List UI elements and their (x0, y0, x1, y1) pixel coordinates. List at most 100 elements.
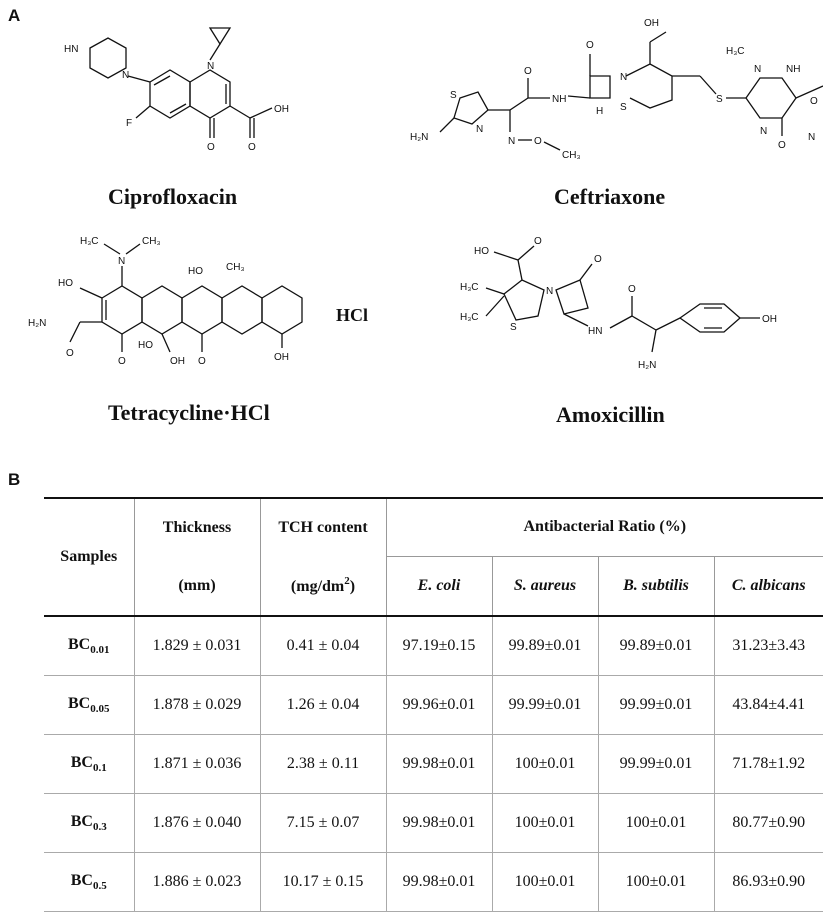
svg-text:O: O (248, 142, 256, 153)
header-tch: TCH content (259, 498, 386, 556)
amoxicillin-structure: HO O H₃C H₃C N S O HN O H₂N OH (460, 230, 790, 385)
hcl-label: HCl (336, 305, 369, 325)
calbicans-cell: 86.93±0.90 (713, 852, 823, 912)
svg-text:H₃C: H₃C (460, 312, 479, 323)
ciprofloxacin-structure: HN N N F O O OH (50, 20, 330, 175)
svg-text:O: O (534, 236, 542, 247)
svg-text:HN: HN (588, 326, 602, 337)
ceftriaxone-name: Ceftriaxone (554, 184, 666, 209)
table-row: BC0.01 1.829 ± 0.031 0.41 ± 0.04 97.19±0… (44, 616, 823, 676)
svg-text:CH₃: CH₃ (226, 262, 245, 273)
saureus-cell: 100±0.01 (491, 734, 598, 794)
svg-text:CH₃: CH₃ (142, 236, 161, 247)
thickness-cell: 1.886 ± 0.023 (133, 852, 260, 912)
panel-label-a: A (8, 6, 21, 25)
saureus-cell: 100±0.01 (491, 793, 598, 853)
ecoli-cell: 99.98±0.01 (385, 793, 492, 853)
calbicans-cell: 71.78±1.92 (713, 734, 823, 794)
bsubtilis-cell: 100±0.01 (597, 852, 714, 912)
svg-text:HO: HO (58, 278, 73, 289)
header-thickness-unit: (mm) (133, 556, 260, 616)
thickness-cell: 1.878 ± 0.029 (133, 675, 260, 735)
sample-cell: BC0.1 (44, 734, 134, 794)
svg-text:O: O (628, 284, 636, 295)
svg-text:HN: HN (64, 44, 78, 55)
thickness-cell: 1.876 ± 0.040 (133, 793, 260, 853)
svg-text:N: N (207, 61, 214, 72)
header-antibacterial: Antibacterial Ratio (%) (385, 498, 823, 557)
svg-text:O: O (586, 40, 594, 51)
thickness-cell: 1.871 ± 0.036 (133, 734, 260, 794)
svg-text:O: O (534, 136, 542, 147)
svg-text:N: N (760, 126, 767, 137)
saureus-cell: 100±0.01 (491, 852, 598, 912)
bsubtilis-cell: 100±0.01 (597, 793, 714, 853)
ciprofloxacin-name: Ciprofloxacin (108, 184, 238, 209)
svg-text:N: N (118, 256, 125, 267)
sample-cell: BC0.5 (44, 852, 134, 912)
header-saureus: S. aureus (491, 556, 598, 616)
svg-text:OH: OH (170, 356, 185, 367)
svg-text:H₂N: H₂N (638, 360, 656, 371)
tch-cell: 7.15 ± 0.07 (259, 793, 386, 853)
svg-text:H₂N: H₂N (28, 318, 46, 329)
svg-text:OH: OH (274, 352, 289, 363)
header-ecoli: E. coli (385, 556, 492, 616)
thickness-cell: 1.829 ± 0.031 (133, 616, 260, 676)
sample-cell: BC0.3 (44, 793, 134, 853)
tch-cell: 2.38 ± 0.11 (259, 734, 386, 794)
bsubtilis-cell: 99.99±0.01 (597, 734, 714, 794)
calbicans-cell: 80.77±0.90 (713, 793, 823, 853)
svg-text:S: S (450, 90, 457, 101)
calbicans-cell: 31.23±3.43 (713, 616, 823, 676)
svg-text:N: N (476, 124, 483, 135)
svg-text:N: N (546, 286, 553, 297)
amoxicillin-name: Amoxicillin (556, 402, 665, 427)
svg-text:N: N (620, 72, 627, 83)
svg-text:OH: OH (274, 104, 289, 115)
svg-text:O: O (524, 66, 532, 77)
saureus-cell: 99.99±0.01 (491, 675, 598, 735)
bsubtilis-cell: 99.89±0.01 (597, 616, 714, 676)
svg-text:N: N (122, 70, 129, 81)
header-bsubtilis: B. subtilis (597, 556, 714, 616)
ecoli-cell: 99.96±0.01 (385, 675, 492, 735)
tetracycline-structure: H₃C CH₃ N HO H₂N O O HO OH O HO CH₃ OH (20, 230, 330, 385)
calbicans-cell: 43.84±4.41 (713, 675, 823, 735)
panel-label-b: B (8, 470, 21, 489)
svg-text:S: S (620, 102, 627, 113)
bsubtilis-cell: 99.99±0.01 (597, 675, 714, 735)
svg-text:N: N (808, 132, 815, 143)
table-row: BC0.1 1.871 ± 0.036 2.38 ± 0.11 99.98±0.… (44, 734, 823, 794)
svg-text:O: O (594, 254, 602, 265)
header-tch-unit: (mg/dm2) (259, 556, 386, 616)
tch-cell: 0.41 ± 0.04 (259, 616, 386, 676)
tetracycline-name: Tetracycline·HCl (108, 400, 270, 425)
header-calbicans: C. albicans (713, 556, 823, 616)
svg-text:O: O (207, 142, 215, 153)
header-thickness: Thickness (133, 498, 260, 556)
svg-text:NH: NH (552, 94, 566, 105)
ecoli-cell: 97.19±0.15 (385, 616, 492, 676)
ecoli-cell: 99.98±0.01 (385, 734, 492, 794)
svg-text:HO: HO (474, 246, 489, 257)
table-row: BC0.3 1.876 ± 0.040 7.15 ± 0.07 99.98±0.… (44, 793, 823, 853)
svg-text:NH: NH (786, 64, 800, 75)
svg-text:OH: OH (644, 18, 659, 29)
svg-text:F: F (126, 118, 132, 129)
tch-cell: 10.17 ± 0.15 (259, 852, 386, 912)
svg-text:OH: OH (762, 314, 777, 325)
svg-text:H: H (596, 106, 603, 117)
antibacterial-table: Samples Thickness TCH content Antibacter… (44, 497, 823, 912)
svg-text:HO: HO (188, 266, 203, 277)
svg-text:O: O (810, 96, 818, 107)
svg-text:HO: HO (138, 340, 153, 351)
svg-text:O: O (118, 356, 126, 367)
svg-text:H₃C: H₃C (80, 236, 99, 247)
svg-text:O: O (66, 348, 74, 359)
ceftriaxone-structure: S N H₂N O NH N O CH₃ O N H S OH S (410, 10, 823, 175)
tch-cell: 1.26 ± 0.04 (259, 675, 386, 735)
svg-text:N: N (754, 64, 761, 75)
svg-text:S: S (510, 322, 517, 333)
svg-text:S: S (716, 94, 723, 105)
